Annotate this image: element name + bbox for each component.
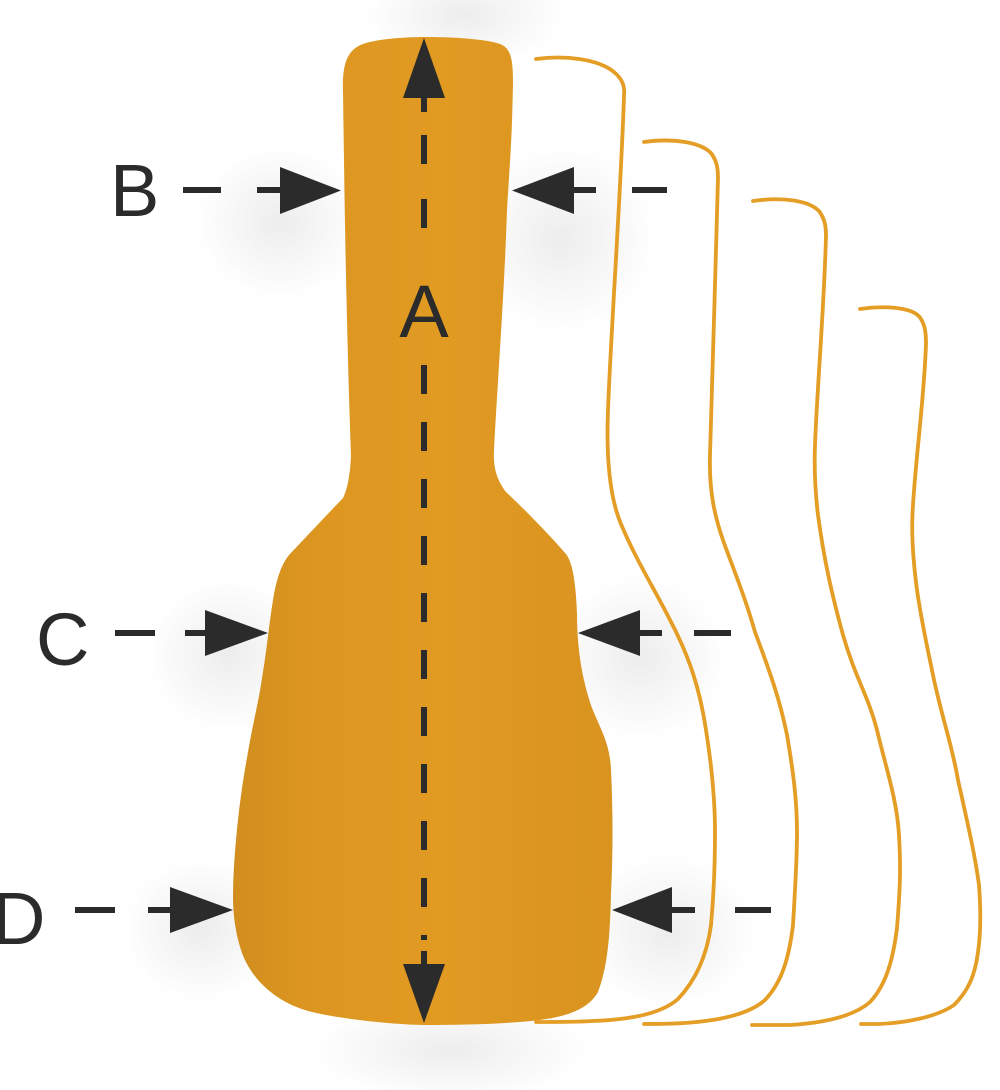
svg-text:A: A xyxy=(399,270,449,353)
svg-text:C: C xyxy=(36,598,89,681)
svg-text:B: B xyxy=(110,149,159,232)
svg-text:D: D xyxy=(0,877,45,960)
